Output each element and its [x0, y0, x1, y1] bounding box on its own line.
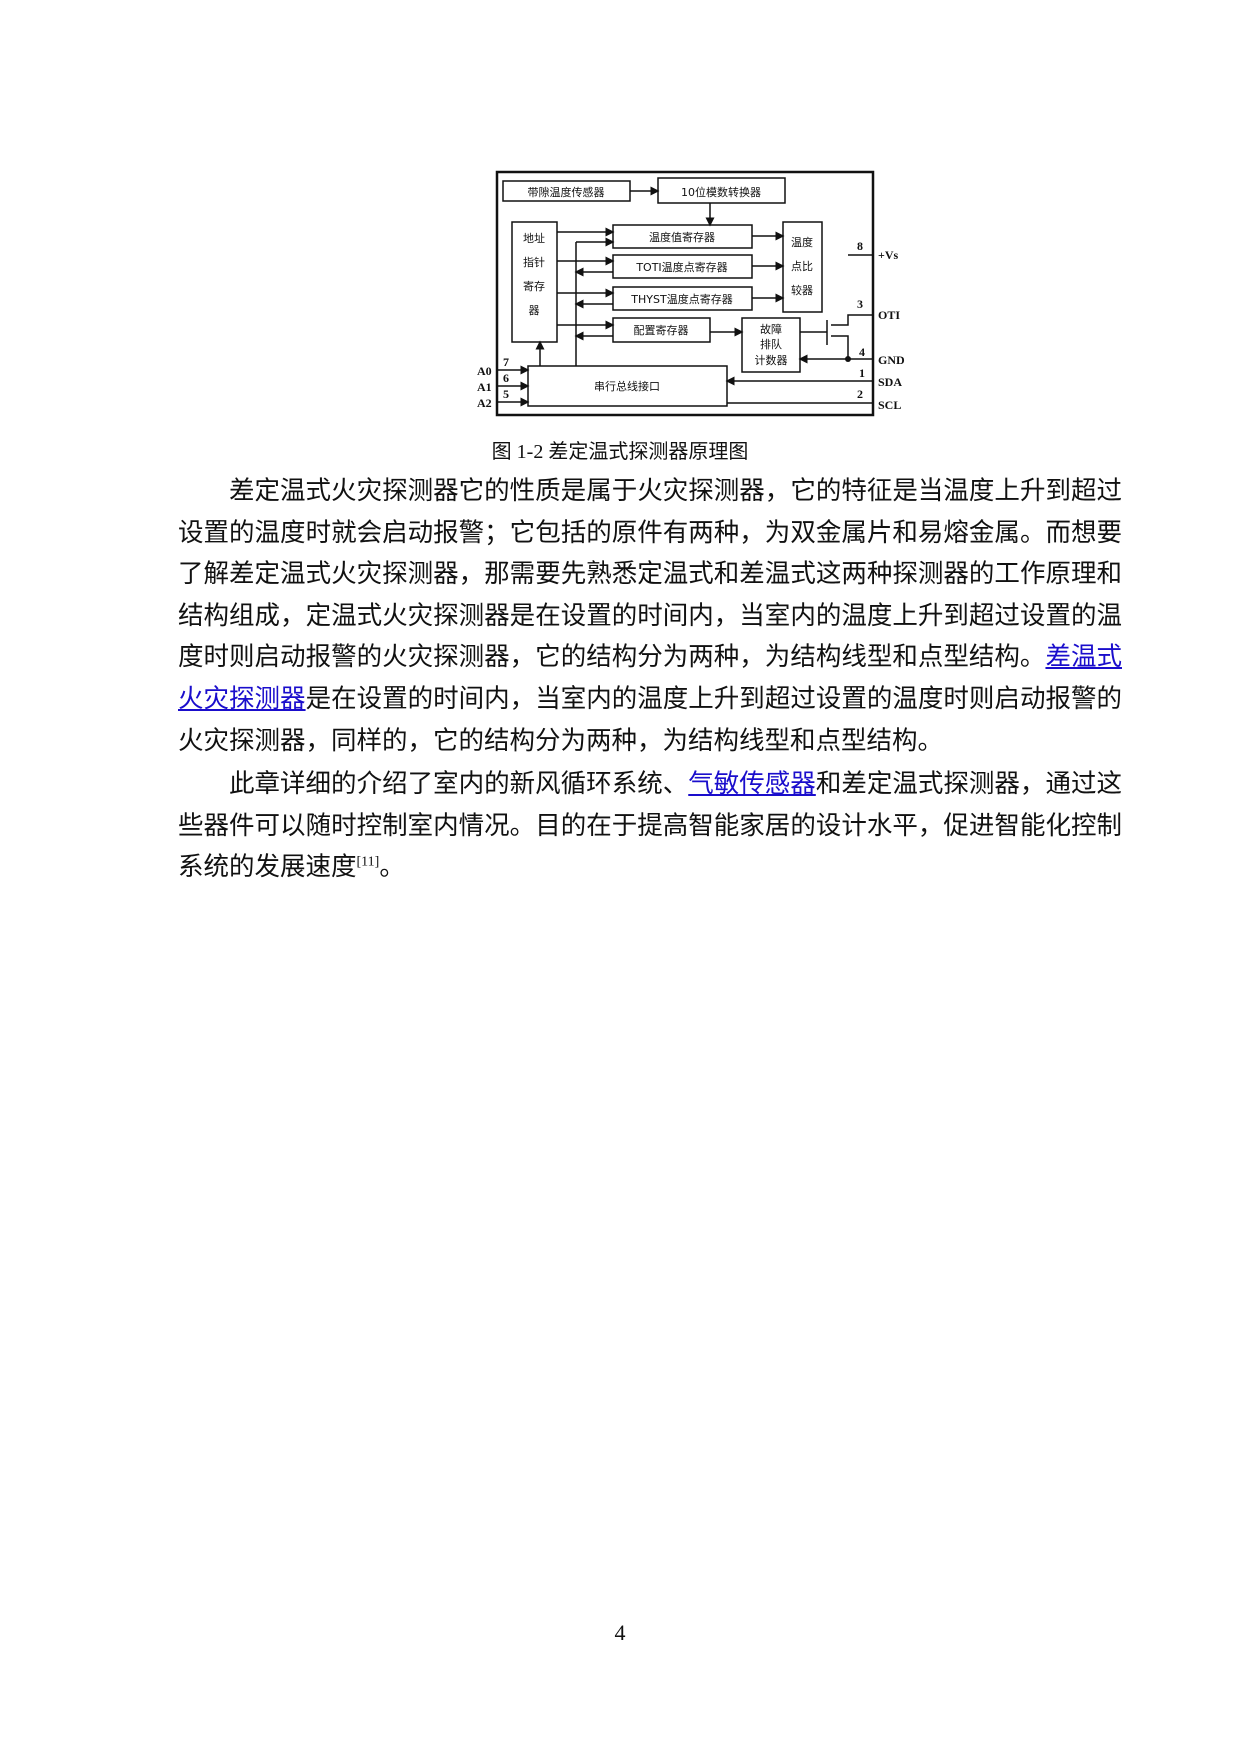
pin-a0-label: A0	[477, 364, 492, 378]
block-sensor: 带隙温度传感器	[528, 185, 605, 199]
block-fault-2: 排队	[760, 337, 782, 351]
pin-vs-num: 8	[857, 239, 863, 253]
block-config-reg: 配置寄存器	[634, 323, 689, 337]
pin-vs-label: +Vs	[878, 248, 899, 262]
block-serial-if: 串行总线接口	[594, 379, 660, 393]
paragraph-2-text-b: 和差定温式探测器，通过这些器件可以随时控制室内情况。目的在于提高智能家居的设计水…	[178, 769, 1122, 882]
link-differential-detector[interactable]: 差温式火灾探测器	[178, 642, 1122, 713]
paragraph-2: 此章详细的介绍了室内的新风循环系统、气敏传感器和差定温式探测器，通过这些器件可以…	[178, 763, 1122, 888]
block-adc: 10位模数转换器	[681, 185, 761, 199]
pin-oti-label: OTI	[878, 308, 900, 322]
block-fault-3: 计数器	[755, 354, 788, 367]
pin-gnd-label: GND	[878, 353, 905, 367]
pin-gnd-num: 4	[859, 345, 865, 359]
pin-a2-num: 5	[503, 387, 509, 401]
paragraph-1-text-a: 差定温式火灾探测器它的性质是属于火灾探测器，它的特征是当温度上升到超过设置的温度…	[178, 476, 1122, 672]
pin-sda-num: 1	[859, 366, 865, 380]
detector-block-diagram: 带隙温度传感器 10位模数转换器 地址 指针 寄存 器 温度值寄存器 TOTI温…	[477, 170, 905, 417]
pin-oti-num: 3	[857, 297, 863, 311]
block-pointer-2: 指针	[523, 255, 545, 269]
pin-sda-label: SDA	[878, 375, 902, 389]
block-toti-reg: TOTI温度点寄存器	[635, 260, 727, 274]
pin-a1-num: 6	[503, 371, 509, 385]
figure-caption: 图 1-2 差定温式探测器原理图	[491, 441, 749, 463]
block-comparator-3: 较器	[791, 283, 813, 297]
paragraph-1-text-b: 是在设置的时间内，当室内的温度上升到超过设置的温度时则启动报警的火灾探测器，同样…	[178, 683, 1122, 755]
pin-scl-num: 2	[857, 387, 863, 401]
pin-a1-label: A1	[477, 380, 492, 394]
paragraph-2-text-c: 。	[379, 852, 405, 882]
page-number: 4	[614, 1620, 626, 1645]
block-thyst-reg: THYST温度点寄存器	[630, 292, 732, 306]
paragraph-1: 差定温式火灾探测器它的性质是属于火灾探测器，它的特征是当温度上升到超过设置的温度…	[178, 470, 1122, 761]
pin-a2-label: A2	[477, 396, 492, 410]
pin-a0-num: 7	[503, 355, 509, 369]
citation: [11]	[356, 854, 380, 870]
block-pointer-4: 器	[529, 304, 540, 317]
block-pointer-3: 寄存	[523, 279, 545, 293]
link-gas-sensor[interactable]: 气敏传感器	[688, 769, 816, 798]
pin-scl-label: SCL	[878, 398, 901, 412]
paragraph-2-text-a: 此章详细的介绍了室内的新风循环系统、	[229, 769, 689, 798]
block-temp-reg: 温度值寄存器	[649, 230, 715, 244]
block-fault-1: 故障	[760, 322, 782, 336]
block-pointer-1: 地址	[523, 231, 545, 245]
block-comparator-2: 点比	[791, 260, 813, 273]
block-comparator-1: 温度	[791, 235, 813, 249]
